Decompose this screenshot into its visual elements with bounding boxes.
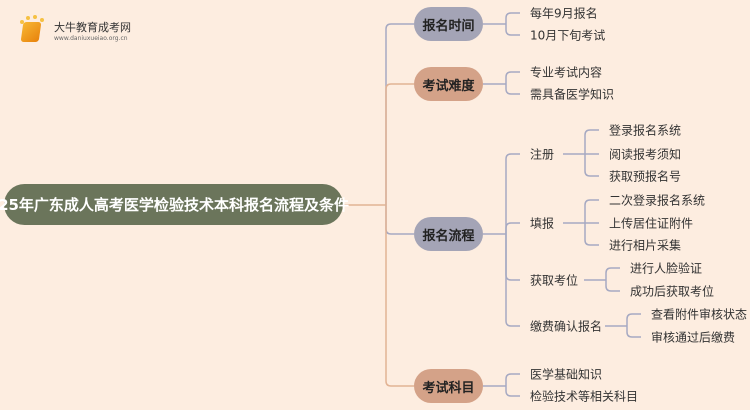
leaf-node: 每年9月报名 <box>530 6 598 21</box>
sub-step-node: 成功后获取考位 <box>630 284 715 299</box>
leaf-connector <box>505 234 520 281</box>
sub-connector <box>605 267 620 280</box>
leaf-connector <box>505 12 520 24</box>
sub-connector <box>626 313 641 326</box>
leaf-node: 专业考试内容 <box>530 65 603 80</box>
logo: 大牛教育成考网 www.daniuxueiao.org.cn <box>18 15 138 46</box>
branch-connector <box>385 23 414 205</box>
sub-connector <box>584 154 599 177</box>
logo-title: 大牛教育成考网 <box>54 21 131 34</box>
branch-node: 考试难度 <box>414 67 483 101</box>
leaf-connector <box>505 71 520 84</box>
sub-step-node: 获取预报名号 <box>609 169 682 184</box>
sub-connector <box>584 129 599 154</box>
sub-step-node: 查看附件审核状态 <box>651 307 748 322</box>
step-node: 获取考位 <box>530 273 579 288</box>
leaf-connector <box>505 386 520 397</box>
branch-connector <box>385 205 414 387</box>
sub-connector <box>626 326 641 338</box>
sub-connector <box>605 280 620 292</box>
book-icon <box>20 22 42 42</box>
leaf-node: 医学基础知识 <box>530 367 603 382</box>
branch-connector <box>385 205 414 235</box>
step-node: 注册 <box>530 147 555 162</box>
branch-node: 报名流程 <box>414 217 483 251</box>
leaf-connector <box>505 234 520 327</box>
leaf-connector <box>505 24 520 36</box>
sub-step-node: 进行相片采集 <box>609 238 682 253</box>
leaf-connector <box>505 222 520 234</box>
sub-step-node: 进行人脸验证 <box>630 261 703 276</box>
branch-node: 考试科目 <box>414 369 483 403</box>
sub-connector <box>584 223 599 246</box>
branch-connector <box>385 83 414 205</box>
leaf-connector <box>505 84 520 95</box>
logo-url: www.daniuxueiao.org.cn <box>54 35 128 42</box>
sub-step-node: 阅读报考须知 <box>609 147 682 162</box>
leaf-connector <box>505 153 520 234</box>
step-node: 缴费确认报名 <box>530 319 603 334</box>
leaf-connector <box>505 373 520 386</box>
sub-step-node: 二次登录报名系统 <box>609 193 706 208</box>
leaf-node: 检验技术等相关科目 <box>530 389 639 404</box>
root-node: 25年广东成人高考医学检验技术本科报名流程及条件 <box>0 184 349 225</box>
sub-step-node: 上传居住证附件 <box>609 216 694 231</box>
sub-step-node: 登录报名系统 <box>609 123 682 138</box>
step-node: 填报 <box>530 216 555 231</box>
leaf-node: 需具备医学知识 <box>530 87 615 102</box>
sub-connector <box>584 199 599 223</box>
branch-node: 报名时间 <box>414 7 483 41</box>
leaf-node: 10月下旬考试 <box>530 28 606 43</box>
sub-step-node: 审核通过后缴费 <box>651 330 736 345</box>
